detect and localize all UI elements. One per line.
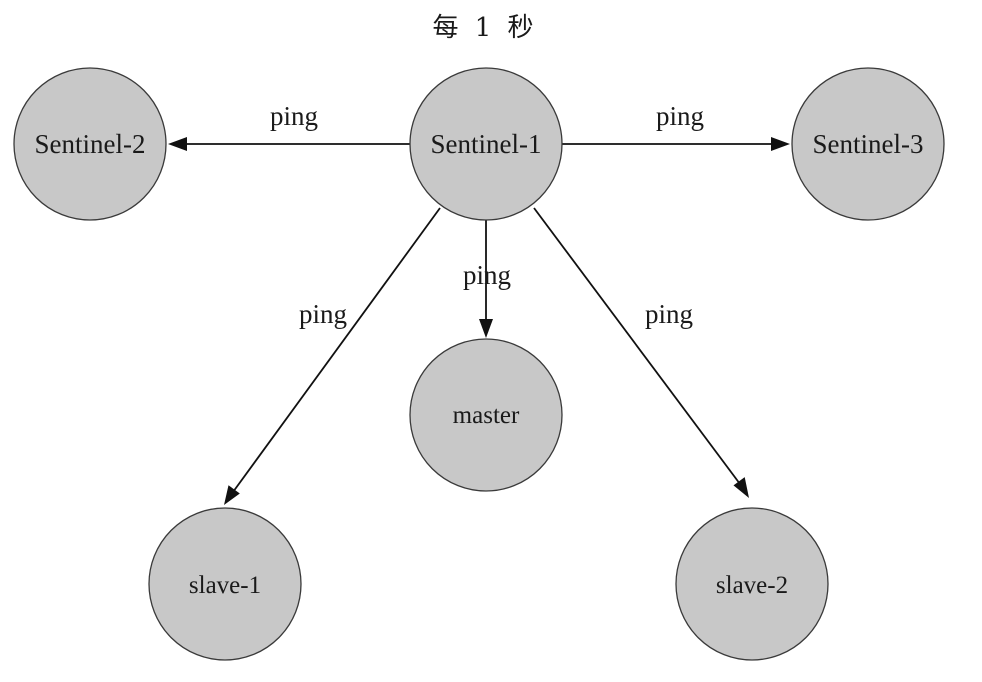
edge-label-slave2: ping — [645, 299, 693, 329]
arrowhead-icon — [168, 137, 187, 151]
node-slave-1: slave-1 — [148, 507, 302, 661]
edge-sentinel1-to-sentinel3 — [562, 137, 790, 151]
edge-sentinel1-to-slave1 — [224, 207, 441, 505]
edge-sentinel1-to-sentinel2 — [168, 137, 410, 151]
edge-label-master: ping — [463, 260, 511, 290]
node-label-slave-2: slave-2 — [716, 572, 788, 599]
node-label-sentinel-2: Sentinel-2 — [35, 129, 146, 159]
arrowhead-icon — [771, 137, 790, 151]
arrowhead-icon — [479, 319, 493, 338]
edge-label-sentinel3: ping — [656, 101, 704, 131]
node-slave-2: slave-2 — [675, 507, 829, 661]
edges — [168, 137, 790, 505]
node-master: master — [409, 338, 563, 492]
node-label-master: master — [453, 402, 520, 429]
nodes: Sentinel-1 Sentinel-2 Sentinel-3 master … — [13, 67, 945, 661]
node-sentinel-2: Sentinel-2 — [13, 67, 167, 221]
node-sentinel-1: Sentinel-1 — [409, 67, 563, 221]
edge-label-sentinel2: ping — [270, 101, 318, 131]
node-label-sentinel-3: Sentinel-3 — [813, 129, 924, 159]
diagram-title: 每 1 秒 — [432, 13, 537, 43]
node-label-slave-1: slave-1 — [189, 572, 261, 599]
edge-labels: ping ping ping ping ping — [270, 101, 704, 329]
arrowhead-icon — [733, 477, 749, 498]
node-sentinel-3: Sentinel-3 — [791, 67, 945, 221]
edge-sentinel1-to-slave2 — [533, 207, 749, 498]
node-label-sentinel-1: Sentinel-1 — [431, 129, 542, 159]
edge-label-slave1: ping — [299, 299, 347, 329]
arrowhead-icon — [224, 485, 240, 505]
edge-sentinel1-to-master — [479, 220, 493, 338]
